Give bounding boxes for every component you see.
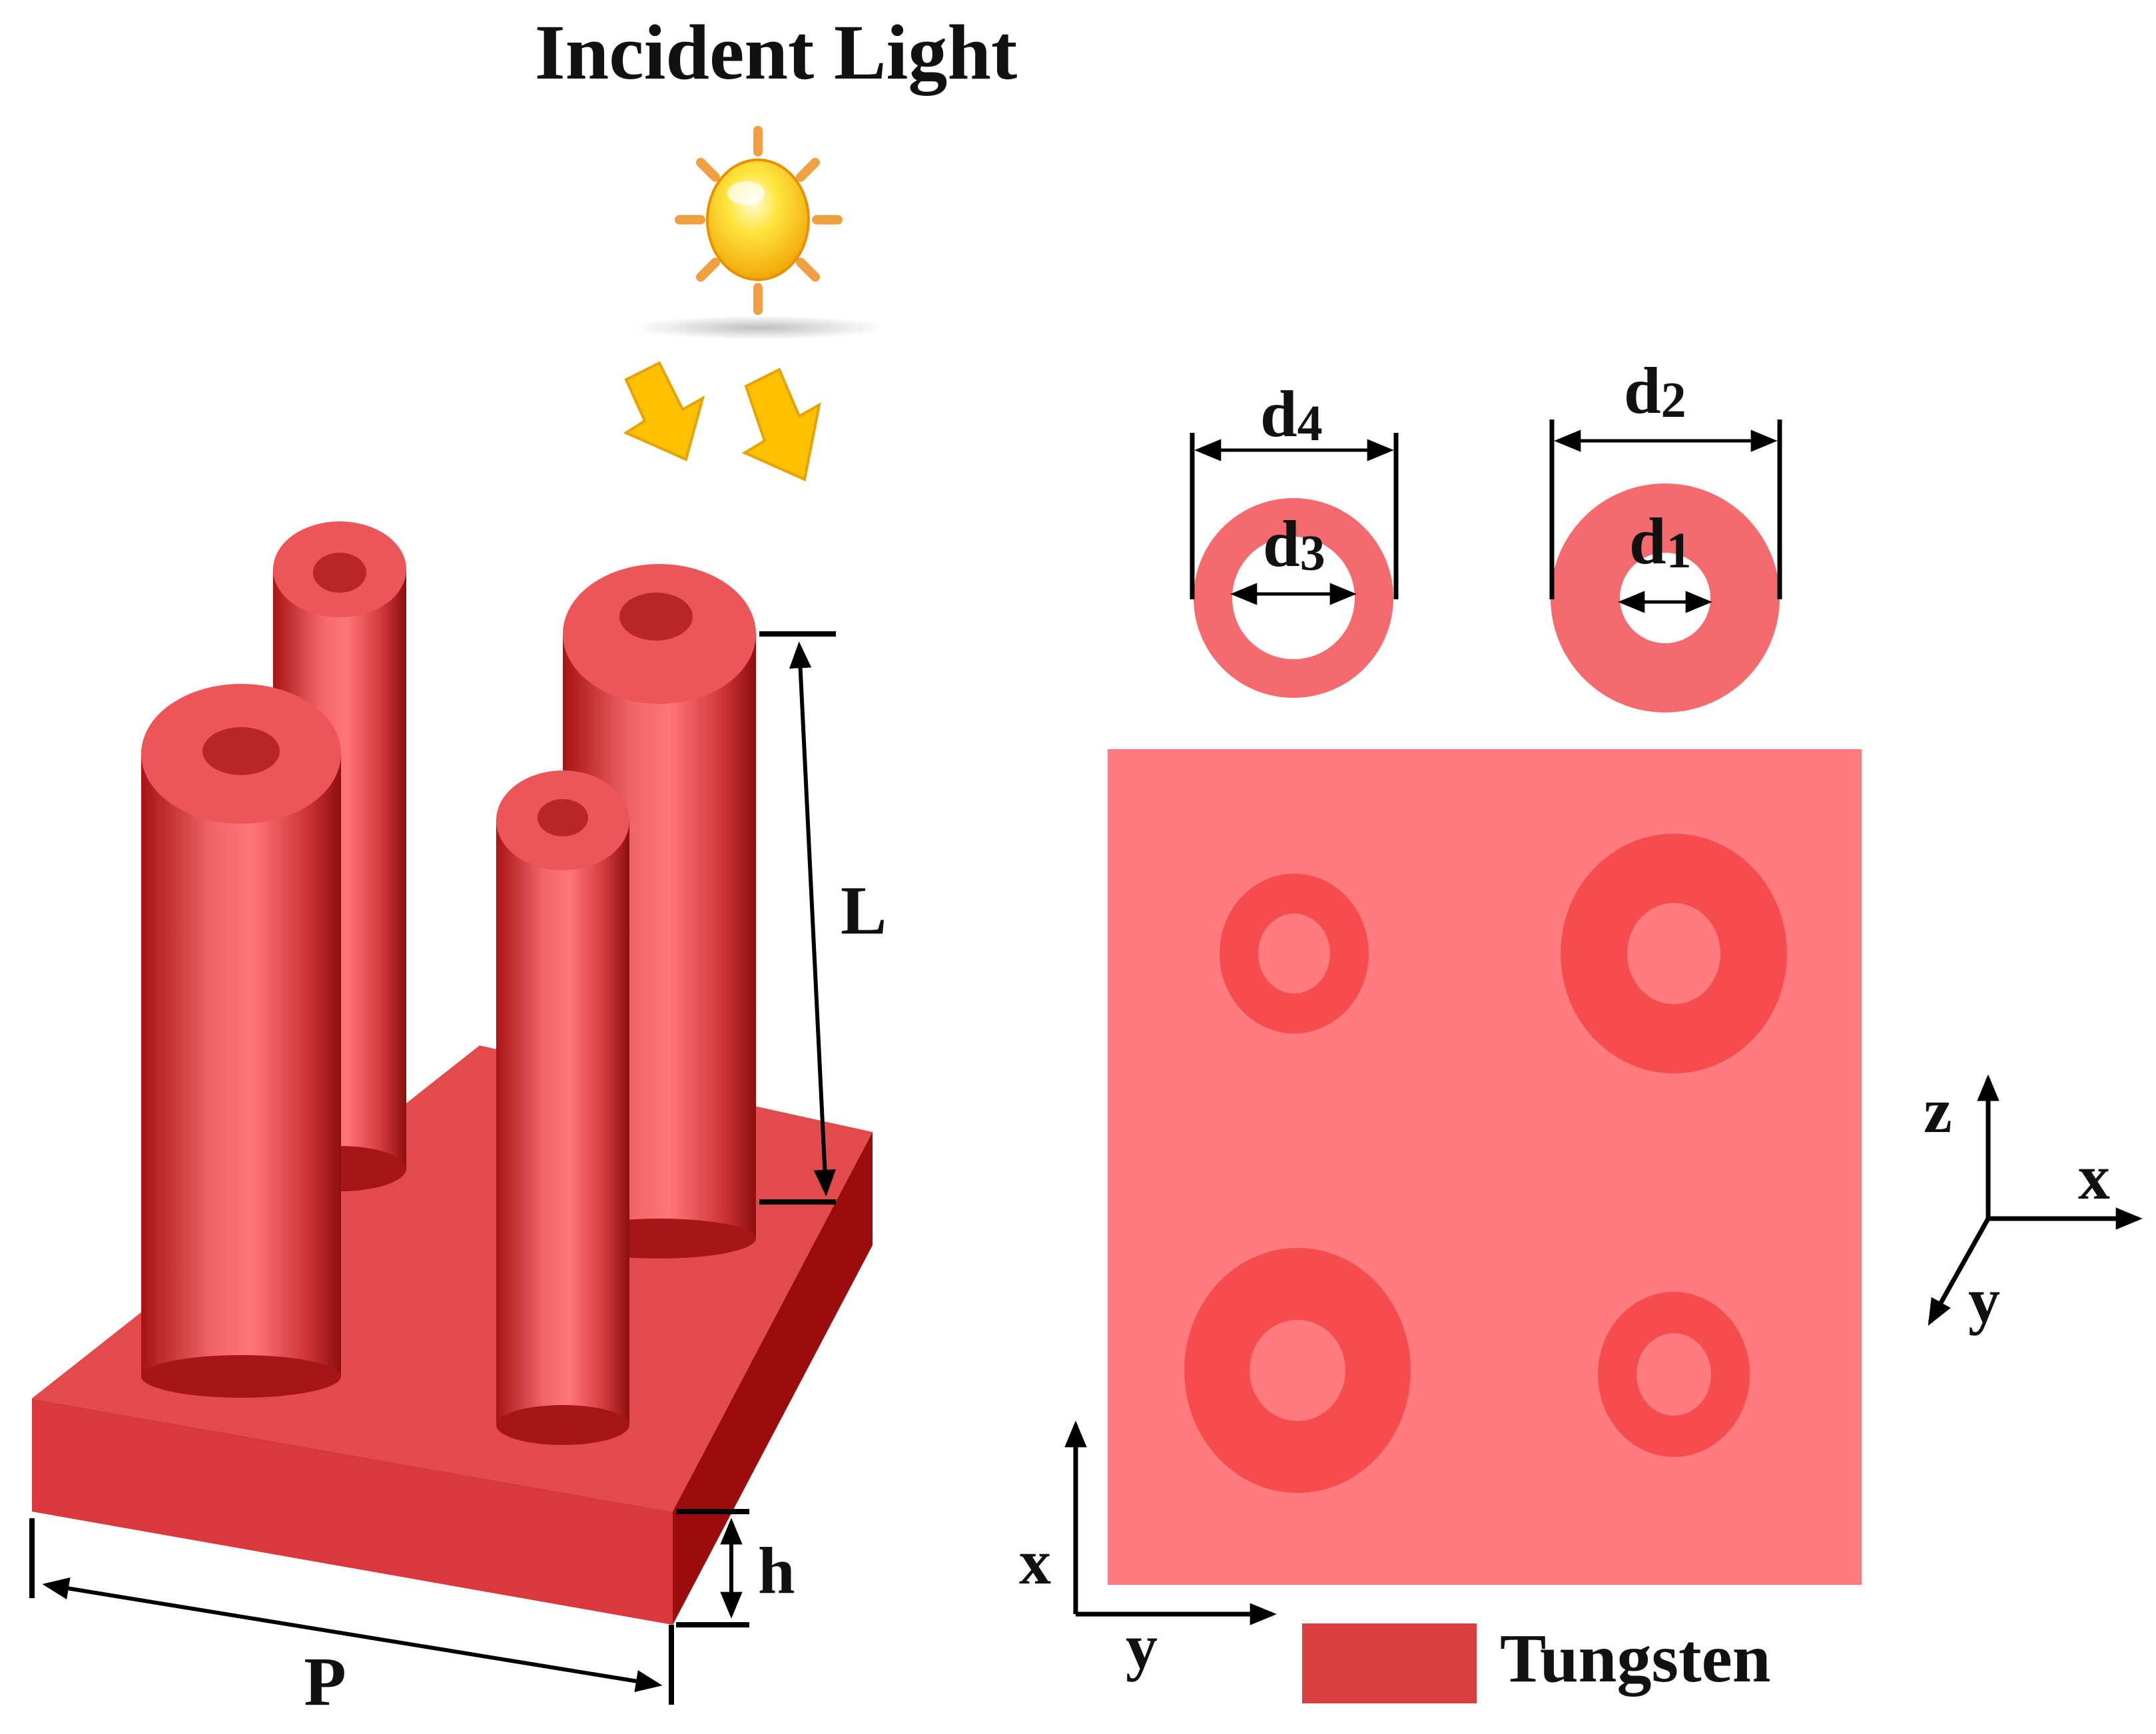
dimension-d2 xyxy=(1549,420,1782,599)
axis3d-z-label: z xyxy=(1924,1075,1952,1146)
legend-swatch xyxy=(1302,1623,1477,1703)
label-d3: d3 xyxy=(1263,507,1325,581)
tube-front xyxy=(496,770,629,1445)
top-view-ring-upper-right xyxy=(1561,834,1787,1073)
dimension-h xyxy=(676,1509,749,1627)
top-view-ring-upper-left xyxy=(1220,874,1369,1033)
tube-left xyxy=(141,684,341,1398)
base-plate-front xyxy=(32,1398,673,1625)
label-P: P xyxy=(304,1643,346,1720)
three-d-unit-cell: L h P xyxy=(29,521,887,1720)
axis3d-y-label: y xyxy=(1968,1265,2000,1336)
sun-rays xyxy=(675,126,843,315)
label-L: L xyxy=(841,872,887,949)
top-view-axes xyxy=(1064,1420,1277,1625)
top-view-plate xyxy=(1108,749,1862,1585)
dimension-P xyxy=(29,1518,674,1705)
label-d2: d2 xyxy=(1624,354,1686,428)
top-view-ring-lower-right xyxy=(1598,1292,1750,1457)
legend-label: Tungsten xyxy=(1500,1620,1771,1697)
label-d4: d4 xyxy=(1260,377,1323,451)
dimension-L xyxy=(759,631,837,1205)
label-d1: d1 xyxy=(1629,504,1692,579)
sun-icon xyxy=(633,126,886,340)
incident-arrow-icon xyxy=(623,361,821,481)
legend: Tungsten xyxy=(1302,1620,1771,1703)
dimension-d4 xyxy=(1190,433,1399,599)
axis2d-y-label: y xyxy=(1126,1611,1158,1682)
axis2d-x-label: x xyxy=(1019,1526,1051,1597)
top-view-ring-lower-left xyxy=(1184,1248,1411,1493)
coordinate-axes-3d xyxy=(1928,1074,2143,1326)
label-h: h xyxy=(758,1534,795,1607)
base-plate-side xyxy=(673,1132,873,1625)
incident-light-title: Incident Light xyxy=(535,9,1018,96)
axis3d-x-label: x xyxy=(2078,1141,2110,1213)
